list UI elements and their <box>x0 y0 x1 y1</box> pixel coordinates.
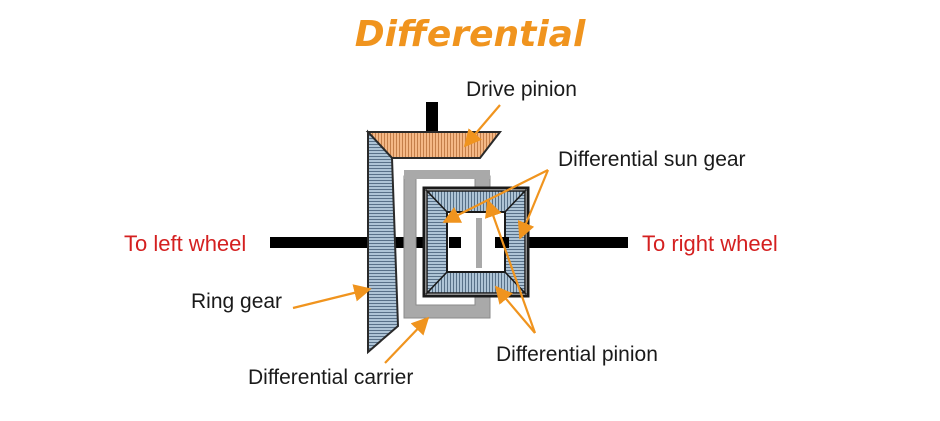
arrow-sun-gear-2 <box>517 169 550 240</box>
label-left-wheel: To left wheel <box>124 231 247 256</box>
arrow-ring-gear <box>292 284 372 310</box>
arrow-pinion-1 <box>485 199 537 334</box>
label-drive-pinion: Drive pinion <box>466 78 577 101</box>
carrier-top <box>404 170 490 179</box>
arrow-sun-gear-1 <box>442 169 549 223</box>
drive-pinion-shaft <box>426 102 438 132</box>
label-ring-gear: Ring gear <box>191 290 283 313</box>
label-sun-gear: Differential sun gear <box>558 148 746 171</box>
label-differential-pinion: Differential pinion <box>496 343 658 366</box>
arrow-drive-pinion <box>463 104 501 148</box>
ring-gear <box>367 129 400 355</box>
right-axle-shaft <box>510 237 628 248</box>
inner-carrier-bar <box>476 218 482 268</box>
label-right-wheel: To right wheel <box>642 231 778 256</box>
label-carrier: Differential carrier <box>248 366 414 389</box>
diagram-title: Differential <box>354 14 586 55</box>
inner-shaft-left <box>449 237 461 248</box>
arrow-carrier <box>384 316 430 364</box>
arrow-pinion-2 <box>494 285 536 334</box>
